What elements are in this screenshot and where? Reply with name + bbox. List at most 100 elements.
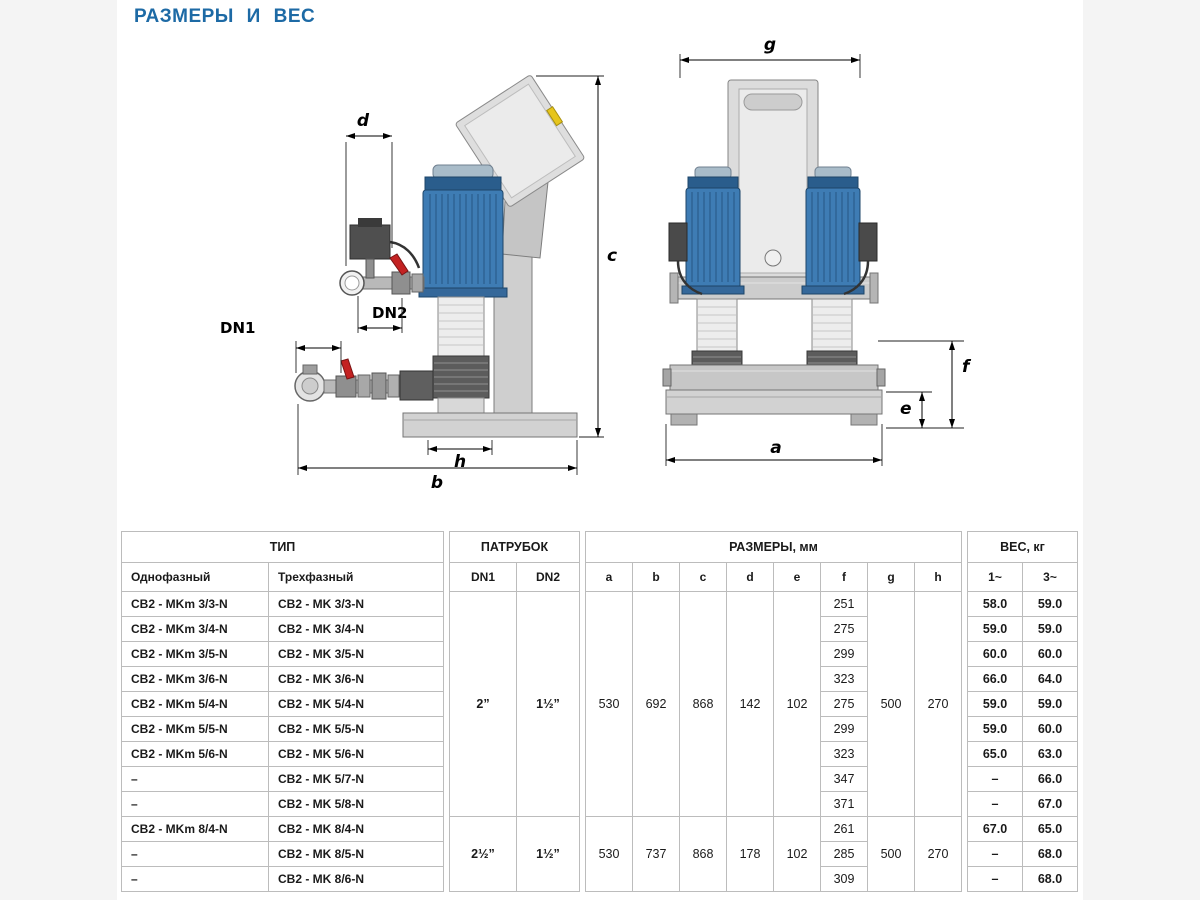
col-header-d: d xyxy=(727,563,773,591)
dn1-value-group2: 2½” xyxy=(450,817,516,891)
dn2-value-group2: 1½” xyxy=(517,817,579,891)
weight-1ph: 65.0 xyxy=(968,742,1022,766)
dim-f-value: 323 xyxy=(821,667,867,691)
col-header-1ph: 1~ xyxy=(968,563,1022,591)
model-single: – xyxy=(122,767,268,791)
dim-f-value: 371 xyxy=(821,792,867,816)
left-pump-column xyxy=(691,298,743,370)
dimension-e: e xyxy=(886,391,932,428)
dn2-value-group1: 1½” xyxy=(517,592,579,816)
table-section-dimensions: РАЗМЕРЫ, мм a b c d e f g h 530 692 868 … xyxy=(585,531,962,892)
model-single: CB2 - MKm 3/3-N xyxy=(122,592,268,616)
dim-a-group1: 530 xyxy=(586,592,632,816)
lower-manifold xyxy=(662,364,886,391)
col-header-dn2: DN2 xyxy=(517,563,579,591)
left-cable xyxy=(676,260,703,296)
col-group-type: ТИП xyxy=(122,532,443,562)
dim-label-dn2: DN2 xyxy=(372,304,407,322)
weight-3ph: 60.0 xyxy=(1023,717,1077,741)
model-single: CB2 - MKm 3/4-N xyxy=(122,617,268,641)
dim-e-group1: 102 xyxy=(774,592,820,816)
weight-3ph: 68.0 xyxy=(1023,842,1077,866)
right-terminal-box xyxy=(858,222,878,262)
union-fitting xyxy=(357,374,371,398)
motor-cable xyxy=(389,240,421,269)
dim-label-b: b xyxy=(431,473,443,493)
weight-3ph: 59.0 xyxy=(1023,592,1077,616)
base-frame xyxy=(665,389,883,426)
dim-f-value: 299 xyxy=(821,717,867,741)
dim-g-group2: 500 xyxy=(868,817,914,891)
table-section-type: ТИП Однофазный Трехфазный CB2 - MKm 3/3-… xyxy=(121,531,444,892)
model-three: CB2 - MK 3/5-N xyxy=(269,642,443,666)
yellow-latch xyxy=(546,106,564,127)
model-single: – xyxy=(122,792,268,816)
pump-base xyxy=(402,412,578,438)
weight-1ph: – xyxy=(968,792,1022,816)
col-header-f: f xyxy=(821,563,867,591)
weight-3ph: 65.0 xyxy=(1023,817,1077,841)
dn1-value-group1: 2” xyxy=(450,592,516,816)
col-group-connections: ПАТРУБОК xyxy=(450,532,579,562)
model-single: – xyxy=(122,842,268,866)
dim-d-group1: 142 xyxy=(727,592,773,816)
union-fitting xyxy=(371,372,387,400)
col-header-e: e xyxy=(774,563,820,591)
dim-label-a: a xyxy=(770,438,781,458)
col-header-g: g xyxy=(868,563,914,591)
weight-3ph: 59.0 xyxy=(1023,692,1077,716)
weight-3ph: 66.0 xyxy=(1023,767,1077,791)
dim-f-value: 251 xyxy=(821,592,867,616)
dim-f-value: 275 xyxy=(821,617,867,641)
model-three: CB2 - MK 3/3-N xyxy=(269,592,443,616)
dim-f-value: 299 xyxy=(821,642,867,666)
col-group-weight: ВЕС, кг xyxy=(968,532,1077,562)
dim-f-value: 309 xyxy=(821,867,867,891)
model-single: CB2 - MKm 5/5-N xyxy=(122,717,268,741)
pressure-switch xyxy=(349,224,391,260)
pump-column xyxy=(432,296,490,414)
weight-3ph: 68.0 xyxy=(1023,867,1077,891)
col-header-dn1: DN1 xyxy=(450,563,516,591)
right-pump-column xyxy=(806,298,858,370)
weight-3ph: 67.0 xyxy=(1023,792,1077,816)
weight-1ph: 66.0 xyxy=(968,667,1022,691)
left-terminal-box xyxy=(668,222,688,262)
dim-a-group2: 530 xyxy=(586,817,632,891)
model-three: CB2 - MK 3/4-N xyxy=(269,617,443,641)
dim-f-value: 275 xyxy=(821,692,867,716)
dim-label-dn1: DN1 xyxy=(220,319,255,337)
model-single: – xyxy=(122,867,268,891)
dim-label-e: e xyxy=(900,399,912,419)
weight-1ph: 58.0 xyxy=(968,592,1022,616)
col-header-a: a xyxy=(586,563,632,591)
model-single: CB2 - MKm 5/4-N xyxy=(122,692,268,716)
lifting-frame xyxy=(727,79,819,283)
ball-valve xyxy=(391,271,411,295)
col-header-h: h xyxy=(915,563,961,591)
dim-c-group1: 868 xyxy=(680,592,726,816)
model-three: CB2 - MK 5/7-N xyxy=(269,767,443,791)
model-three: CB2 - MK 5/5-N xyxy=(269,717,443,741)
dimension-a: a xyxy=(665,424,883,466)
page-content: РАЗМЕРЫ И ВЕС xyxy=(117,0,1083,900)
page-title: РАЗМЕРЫ И ВЕС xyxy=(134,6,316,27)
weight-3ph: 64.0 xyxy=(1023,667,1077,691)
dim-h-group1: 270 xyxy=(915,592,961,816)
left-motor xyxy=(681,166,745,295)
model-three: CB2 - MK 5/4-N xyxy=(269,692,443,716)
weight-1ph: 59.0 xyxy=(968,692,1022,716)
ball-valve xyxy=(335,375,357,398)
model-three: CB2 - MK 3/6-N xyxy=(269,667,443,691)
col-header-three-phase: Трехфазный xyxy=(269,563,443,591)
model-three: CB2 - MK 8/6-N xyxy=(269,867,443,891)
weight-1ph: – xyxy=(968,767,1022,791)
dim-e-group2: 102 xyxy=(774,817,820,891)
model-three: CB2 - MK 5/6-N xyxy=(269,742,443,766)
inlet-block xyxy=(399,370,434,401)
dim-c-group2: 868 xyxy=(680,817,726,891)
union-fitting xyxy=(387,374,400,398)
dimension-h: h xyxy=(427,440,493,472)
dim-b-group1: 692 xyxy=(633,592,679,816)
discharge-pipe-assembly xyxy=(339,218,425,296)
